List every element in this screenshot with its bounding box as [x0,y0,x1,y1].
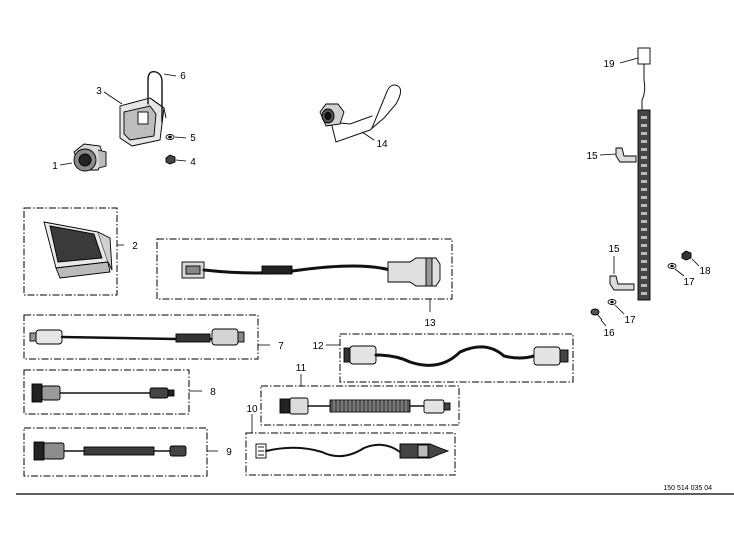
callout-8: 8 [210,387,216,398]
part-12-cable [343,345,569,367]
box-part-10 [245,432,456,476]
callout-2: 2 [132,241,138,252]
part-14-camera-arm [319,84,402,143]
part-17-washer-lower [607,299,617,305]
part-10-power-cable [255,443,450,459]
callout-18: 18 [699,266,711,277]
callout-6: 6 [180,71,186,82]
callout-17-lower: 17 [624,315,636,326]
callout-4: 4 [190,157,196,168]
part-2-monitor [43,221,113,279]
part-3-bracket [119,97,167,147]
callout-3: 3 [96,86,102,97]
part-15-clip-lower [609,275,635,291]
box-part-8 [23,369,190,415]
box-part-2 [23,207,118,296]
callout-5: 5 [190,133,196,144]
part-11-cable [279,397,451,415]
part-18-nut [681,250,692,261]
callout-7: 7 [278,341,284,352]
document-number: 150 514 035 04 [663,485,712,492]
callout-10: 10 [246,404,258,415]
callout-19: 19 [603,59,615,70]
callout-11: 11 [296,363,307,374]
callout-14: 14 [376,139,388,150]
part-17-washer-upper [667,263,677,269]
box-part-9 [23,427,208,477]
part-13-cable [181,257,441,287]
box-part-11 [260,385,460,426]
part-6-hook [147,70,163,123]
callout-9: 9 [226,447,232,458]
callout-17-upper: 17 [683,277,695,288]
part-9-cable [33,441,187,461]
part-7-cable [29,328,245,346]
box-part-7 [23,314,259,360]
part-1-camera [73,143,107,172]
callout-1: 1 [52,161,58,172]
box-part-13 [156,238,453,300]
part-16-screw [590,308,603,321]
callout-13: 13 [424,318,436,329]
callout-12: 12 [312,341,324,352]
part-4-nut [165,154,176,165]
part-5-washer [165,134,175,140]
part-8-cable [31,383,175,403]
box-part-12 [339,333,574,383]
callout-15-lower: 15 [608,244,620,255]
part-19-light-strip [637,47,651,301]
callout-15-upper: 15 [586,151,598,162]
part-15-clip-upper [615,147,637,163]
callout-16: 16 [603,328,615,339]
